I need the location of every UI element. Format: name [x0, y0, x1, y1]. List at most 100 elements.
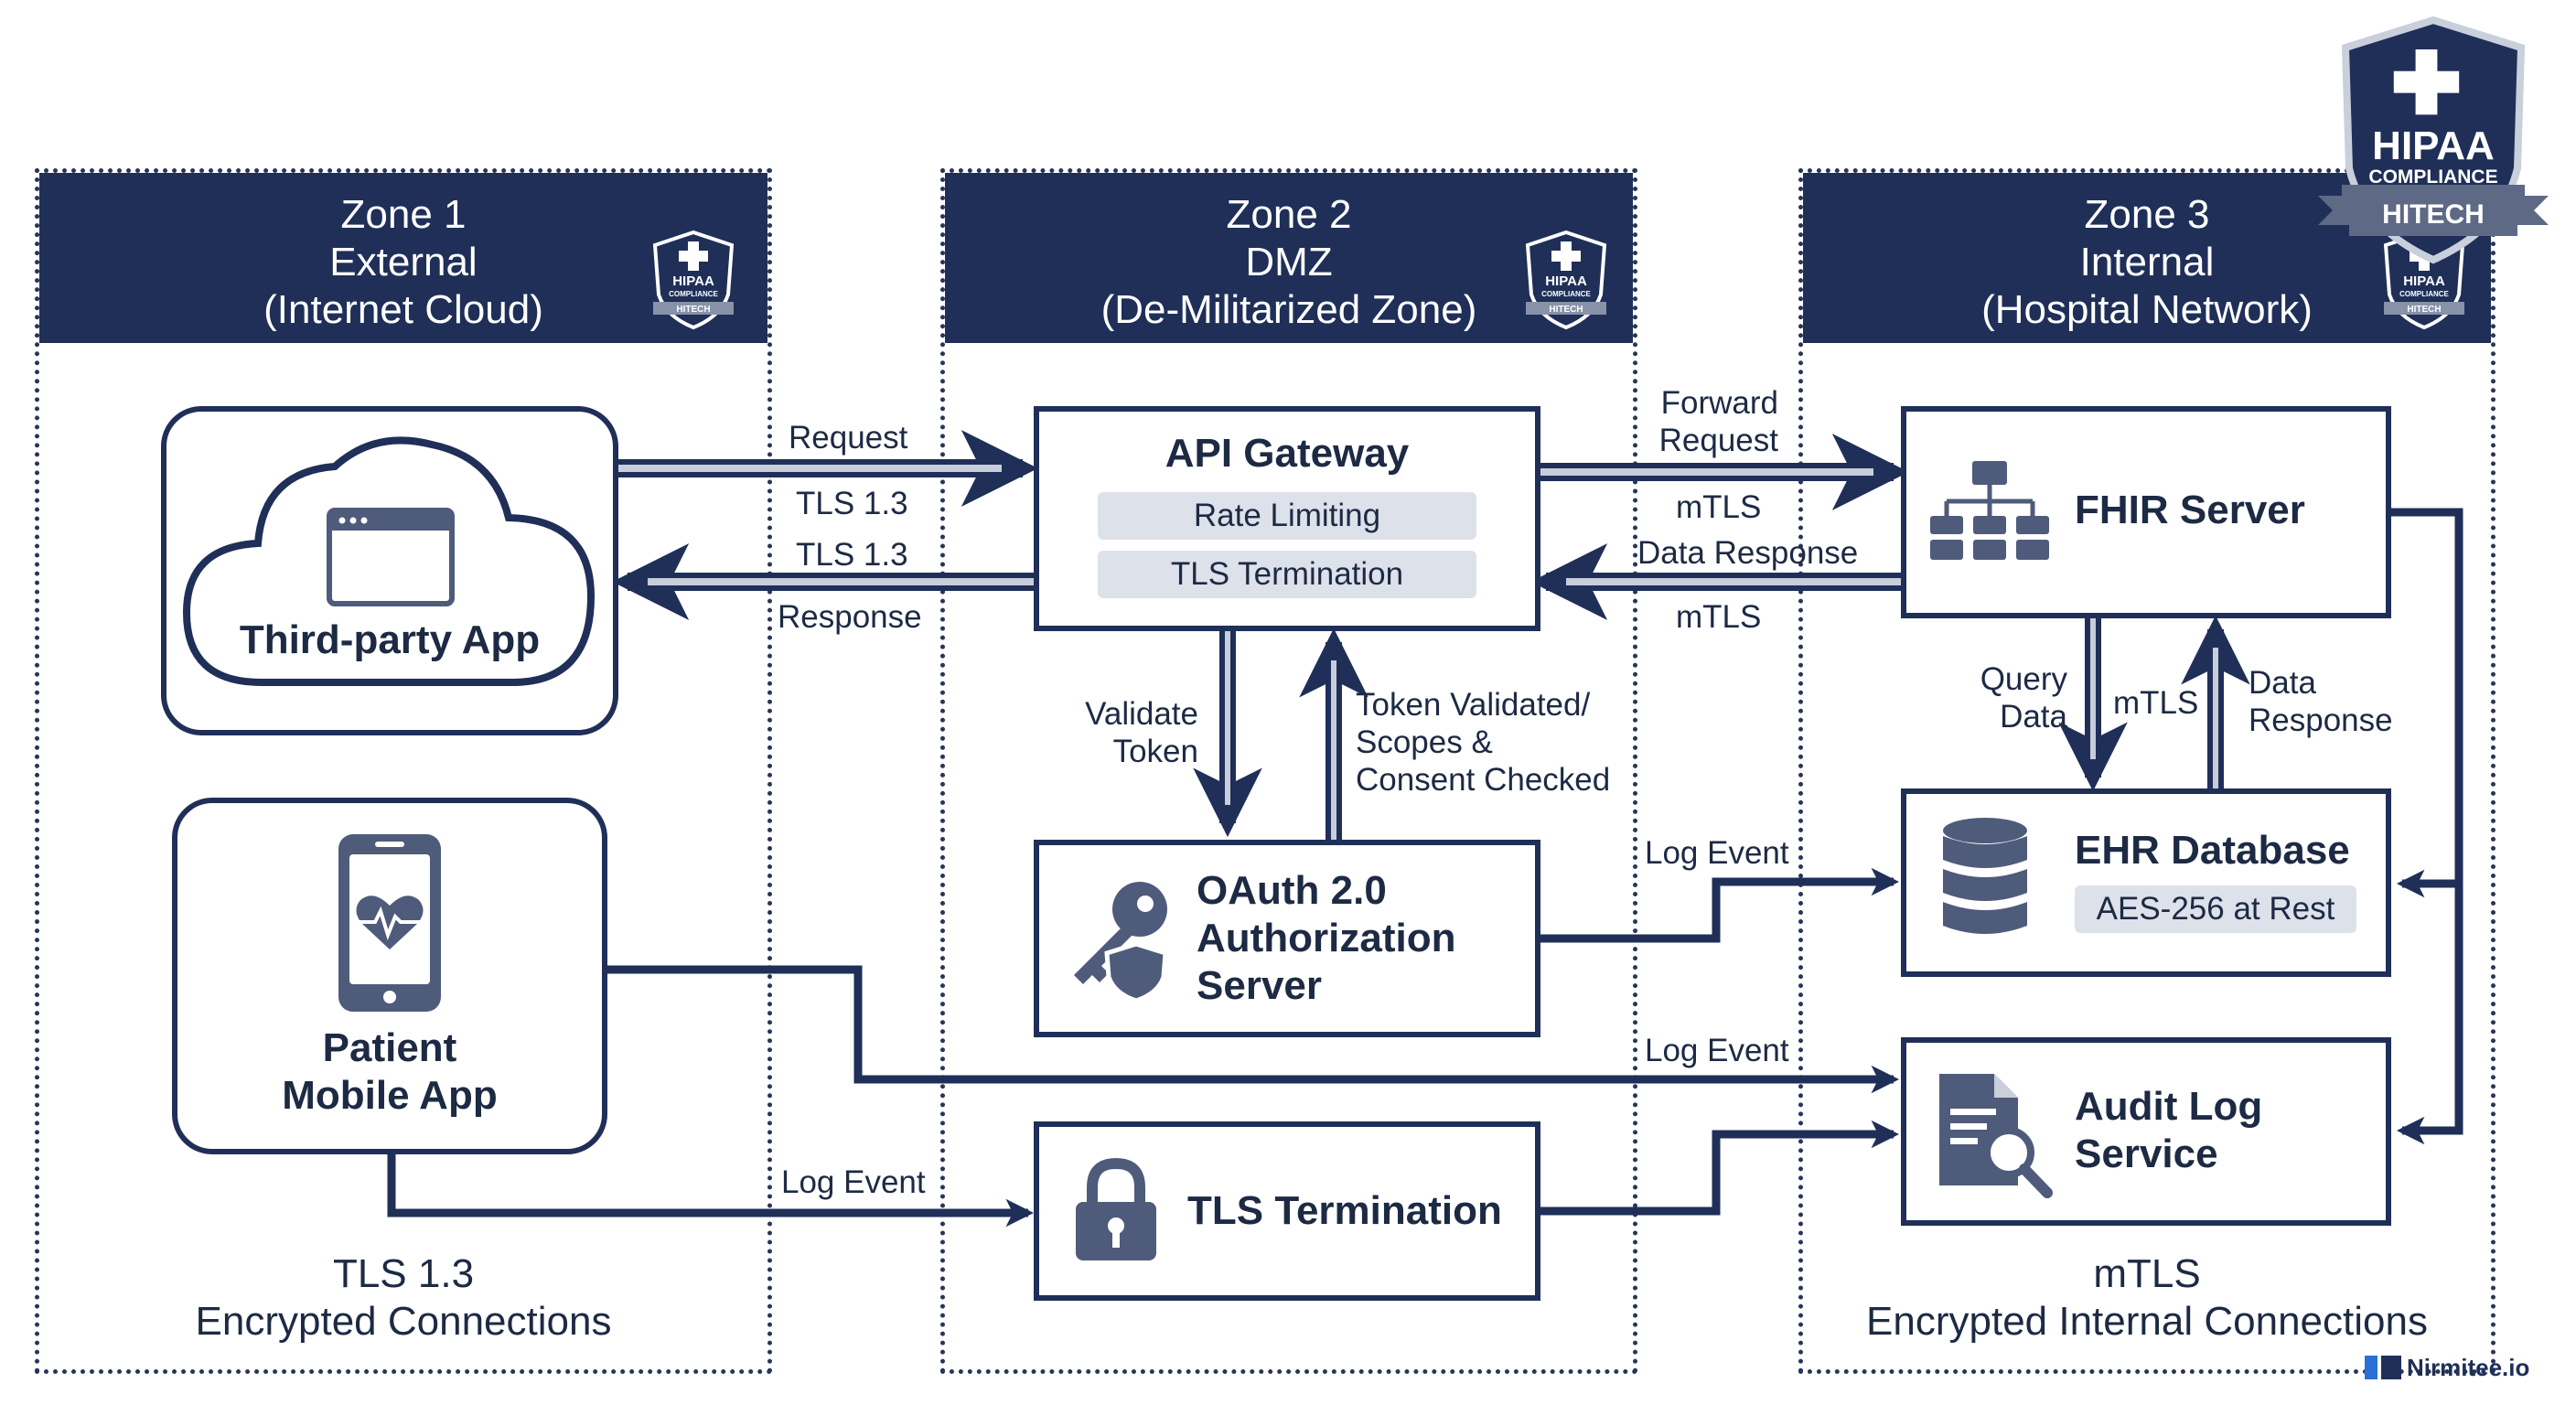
oauth-line-1: OAuth 2.0	[1197, 868, 1387, 913]
log-event-label: Log Event	[1645, 1033, 1789, 1068]
token-validated-line-2: Scopes &	[1356, 724, 1493, 760]
validate-token-label: Validate Token	[1052, 695, 1198, 770]
patient-mobile-app-line-1: Patient	[322, 1025, 457, 1070]
fhir-server-card[interactable]	[1901, 406, 2391, 618]
query-data-line-1: Query	[1980, 661, 2067, 697]
patient-mobile-app-label: Patient Mobile App	[183, 1024, 596, 1120]
svg-text:HIPAA: HIPAA	[2372, 123, 2495, 168]
key-shield-icon	[1074, 882, 1168, 1003]
tls-label: TLS 1.3	[796, 537, 908, 573]
request-label: Request	[789, 420, 908, 456]
svg-text:COMPLIANCE: COMPLIANCE	[1541, 290, 1591, 298]
tls-termination-card[interactable]	[1034, 1121, 1540, 1301]
hipaa-compliance-badge-icon: HIPAA COMPLIANCE HITECH	[2318, 16, 2549, 264]
zone-header: Zone 1 External (Internet Cloud)	[39, 173, 767, 343]
svg-text:HITECH: HITECH	[2407, 305, 2441, 315]
browser-window-icon	[327, 508, 455, 606]
zone-footer-subtitle: Encrypted Internal Connections	[1866, 1299, 2428, 1344]
svg-text:HITECH: HITECH	[1549, 305, 1583, 315]
zone-dmz: Zone 2 DMZ (De-Militarized Zone)	[940, 168, 1637, 1374]
mtls-label: mTLS	[1676, 599, 1762, 635]
data-response-line-2: Response	[2249, 702, 2393, 738]
token-validated-line-1: Token Validated/	[1356, 687, 1591, 723]
data-response-line-1: Data	[2249, 665, 2316, 701]
forward-request-line-1: Forward	[1660, 385, 1778, 421]
aes-256-chip: AES-256 at Rest	[2075, 885, 2356, 933]
audit-log-line-1: Audit Log	[2075, 1084, 2263, 1129]
zone-header: Zone 3 Internal (Hospital Network)	[1803, 173, 2491, 343]
forward-request-label: Forward Request	[1637, 384, 1778, 459]
padlock-icon	[1076, 1158, 1156, 1260]
data-response-label: Data Response	[1637, 535, 1859, 571]
svg-text:HIPAA: HIPAA	[2403, 273, 2445, 289]
zone-footer: mTLS Encrypted Internal Connections	[1803, 1250, 2491, 1346]
fhir-server-label: FHIR Server	[2075, 488, 2305, 532]
log-event-label: Log Event	[1645, 835, 1789, 871]
tls-termination-chip: TLS Termination	[1098, 551, 1476, 598]
zone-footer: TLS 1.3 Encrypted Connections	[39, 1250, 767, 1346]
patient-mobile-app-line-2: Mobile App	[282, 1073, 498, 1118]
document-search-icon	[1939, 1074, 2053, 1198]
log-event-patient-connector	[607, 965, 1900, 1094]
oauth-line-3: Server	[1197, 963, 1323, 1008]
zone-title: Zone 3	[2084, 192, 2210, 237]
zone-footer-title: mTLS	[2093, 1251, 2201, 1296]
zone-external: Zone 1 External (Internet Cloud) TLS 1.3…	[35, 168, 772, 1374]
mtls-label: mTLS	[1676, 489, 1762, 525]
fhir-to-audit-connector	[2396, 884, 2463, 1145]
svg-text:HIPAA: HIPAA	[672, 273, 714, 289]
log-event-oauth-connector	[1540, 867, 1900, 943]
query-data-label: Query Data	[1948, 660, 2067, 735]
tls-termination-label: TLS Termination	[1187, 1188, 1502, 1233]
audit-log-service-label: Audit Log Service	[2075, 1083, 2262, 1178]
zone-header: Zone 2 DMZ (De-Militarized Zone)	[945, 173, 1633, 343]
third-party-app-label: Third-party App	[239, 617, 541, 662]
database-icon	[1943, 818, 2027, 934]
svg-text:COMPLIANCE: COMPLIANCE	[669, 290, 718, 298]
hipaa-badge-icon: HIPAA COMPLIANCE HITECH	[652, 230, 735, 330]
fhir-to-ehr-connector	[2391, 508, 2463, 898]
svg-text:COMPLIANCE: COMPLIANCE	[2368, 166, 2497, 188]
svg-text:COMPLIANCE: COMPLIANCE	[2399, 290, 2449, 298]
zone-footer-title: TLS 1.3	[332, 1251, 475, 1296]
ehr-database-title: EHR Database	[2075, 828, 2350, 873]
zone-title: Zone 2	[1226, 192, 1352, 237]
brand-name: Nirmitee.io	[2407, 1354, 2530, 1381]
tls-label: TLS 1.3	[796, 486, 908, 521]
validate-token-line-2: Token	[1112, 734, 1198, 769]
api-gateway-title: API Gateway	[1165, 431, 1410, 476]
data-response-up-label: Data Response	[2249, 664, 2393, 739]
zone-subtitle: DMZ	[1245, 240, 1333, 284]
response-label: Response	[778, 599, 922, 635]
token-validated-label: Token Validated/ Scopes & Consent Checke…	[1356, 686, 1610, 799]
oauth-server-label: OAuth 2.0 Authorization Server	[1197, 867, 1456, 1010]
query-data-line-2: Data	[2000, 699, 2067, 735]
zone-subtitle: External	[329, 240, 478, 284]
svg-text:HITECH: HITECH	[676, 305, 710, 315]
zone-subtitle: Internal	[2079, 240, 2215, 284]
hipaa-badge-icon: HIPAA COMPLIANCE HITECH	[1525, 230, 1607, 330]
brand-mark-icon	[2365, 1356, 2401, 1379]
tls-to-audit-connector	[1540, 1120, 1900, 1216]
audit-log-line-2: Service	[2075, 1132, 2218, 1176]
hierarchy-network-icon	[1930, 461, 2049, 560]
token-validated-line-3: Consent Checked	[1356, 762, 1611, 798]
brand-logo: Nirmitee.io	[2365, 1354, 2529, 1382]
zone-title: Zone 1	[340, 192, 467, 237]
zone-description: (Internet Cloud)	[263, 287, 543, 332]
log-event-label: Log Event	[781, 1164, 926, 1200]
mtls-label: mTLS	[2113, 685, 2199, 721]
zone-internal: Zone 3 Internal (Hospital Network) mTLS …	[1798, 168, 2496, 1374]
zone-description: (Hospital Network)	[1981, 287, 2313, 332]
forward-request-line-2: Request	[1658, 423, 1778, 458]
svg-text:HIPAA: HIPAA	[1545, 273, 1587, 289]
mobile-heart-icon	[338, 834, 441, 1012]
oauth-line-2: Authorization	[1197, 916, 1456, 960]
log-event-tls-connector	[387, 1154, 1035, 1228]
svg-text:HITECH: HITECH	[2382, 199, 2485, 230]
validate-token-line-1: Validate	[1085, 696, 1198, 732]
rate-limiting-chip: Rate Limiting	[1098, 492, 1476, 540]
zone-description: (De-Militarized Zone)	[1100, 287, 1477, 332]
